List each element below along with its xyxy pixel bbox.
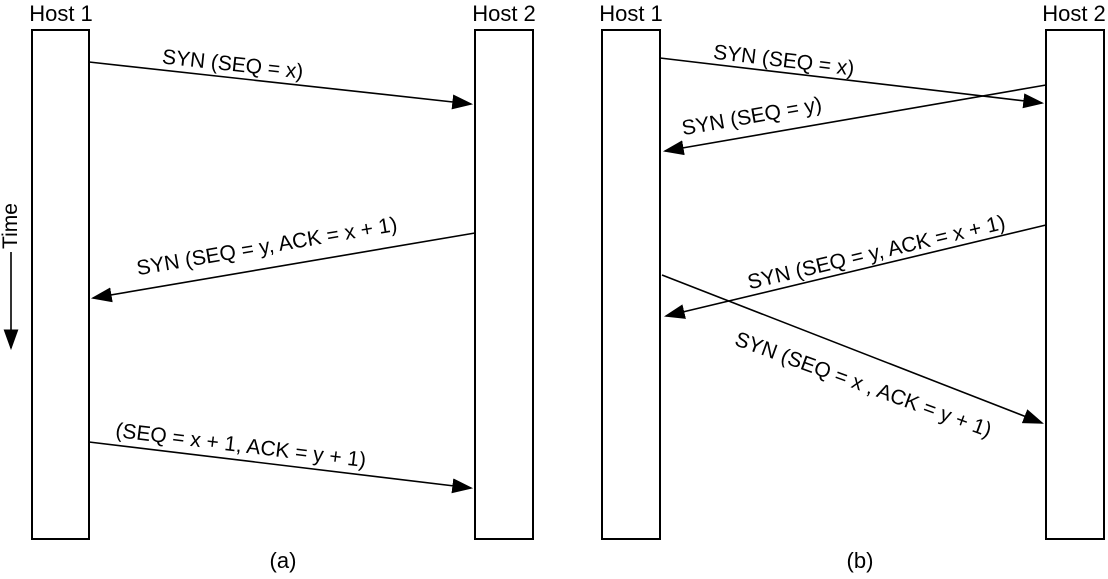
message-arrow-b3 [663, 224, 1047, 319]
host2-title-a: Host 2 [472, 1, 536, 26]
time-axis-label: Time [0, 203, 22, 249]
message-label-a3: (SEQ = x + 1, ACK = y + 1) [114, 419, 367, 472]
host1-title-b: Host 1 [599, 1, 663, 26]
message-arrow-a1 [88, 61, 474, 110]
message-arrow-b2 [662, 84, 1047, 156]
message-arrow-b1 [659, 57, 1045, 109]
panel-b-caption: (b) [847, 548, 874, 573]
message-label-b3: SYN (SEQ = y, ACK = x + 1) [745, 211, 1007, 294]
panel-a: Time Host 1 Host 2 SYN (SEQ = x) SYN (SE… [0, 1, 536, 573]
panel-a-caption: (a) [270, 548, 297, 573]
message-label-b1: SYN (SEQ = x) [712, 41, 856, 81]
message-arrow-a3 [88, 441, 474, 494]
message-label-b2: SYN (SEQ = y) [680, 93, 824, 140]
host1-lifeline-b [601, 29, 661, 540]
host2-lifeline-a [474, 29, 534, 540]
host2-lifeline-b [1045, 29, 1105, 540]
message-label-a2: SYN (SEQ = y, ACK = x + 1) [135, 213, 399, 280]
message-arrow-b4 [661, 274, 1044, 424]
panel-b: Host 1 Host 2 SYN (SEQ = x) SYN (SEQ = y… [599, 1, 1106, 573]
message-arrow-a2 [90, 232, 476, 303]
host1-title-a: Host 1 [29, 1, 93, 26]
message-label-b4: SYN (SEQ = x , ACK = y + 1) [732, 328, 995, 442]
host1-lifeline-a [31, 29, 90, 540]
host2-title-b: Host 2 [1042, 1, 1106, 26]
